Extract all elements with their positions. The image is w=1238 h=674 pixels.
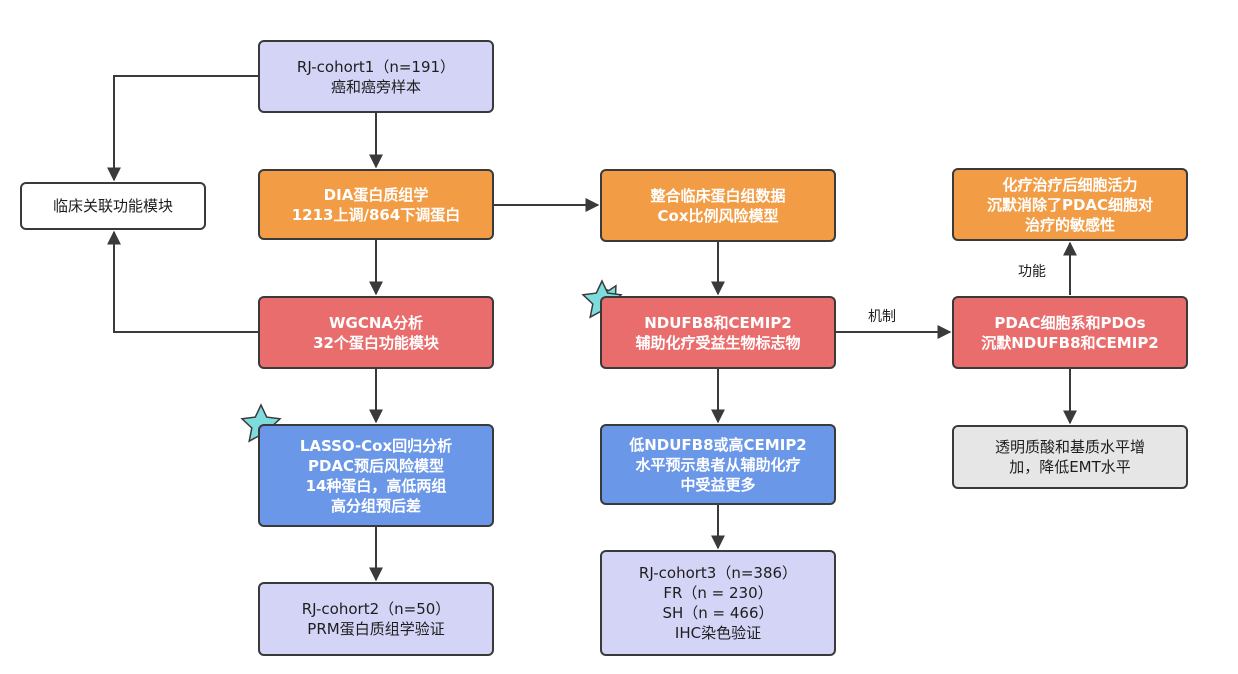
node-line: IHC染色验证 <box>674 624 762 642</box>
node-line: 整合临床蛋白组数据 <box>650 186 786 205</box>
node-line: RJ-cohort2（n=50） <box>301 600 451 618</box>
node-line: PDAC预后风险模型 <box>307 456 445 475</box>
node-line: 中受益更多 <box>680 475 756 494</box>
node-line: 临床关联功能模块 <box>52 197 173 215</box>
edge-label-mechanism: 机制 <box>868 309 896 325</box>
edge-label-function: 功能 <box>1018 264 1046 280</box>
lasso-cox-node[interactable]: LASSO-Cox回归分析 PDAC预后风险模型 14种蛋白，高低两组 高分组预… <box>258 424 494 527</box>
node-line: LASSO-Cox回归分析 <box>299 436 453 455</box>
dia-proteomics-node[interactable]: DIA蛋白质组学 1213上调/864下调蛋白 <box>258 169 494 240</box>
rj-cohort2-node[interactable]: RJ-cohort2（n=50） PRM蛋白质组学验证 <box>258 582 494 656</box>
node-line: 1213上调/864下调蛋白 <box>291 205 461 224</box>
node-line: FR（n = 230） <box>663 584 773 602</box>
node-line: 治疗的敏感性 <box>1024 215 1115 234</box>
rj-cohort3-node[interactable]: RJ-cohort3（n=386） FR（n = 230） SH（n = 466… <box>600 550 836 656</box>
wgcna-node[interactable]: WGCNA分析 32个蛋白功能模块 <box>258 296 494 369</box>
node-line: DIA蛋白质组学 <box>323 185 429 204</box>
node-line: 透明质酸和基质水平增 <box>994 438 1145 456</box>
node-line: Cox比例风险模型 <box>657 206 779 225</box>
node-line: WGCNA分析 <box>328 313 424 332</box>
integrate-node[interactable]: 整合临床蛋白组数据 Cox比例风险模型 <box>600 169 836 242</box>
node-line: 水平预示患者从辅助化疗 <box>635 455 801 474</box>
silence-node[interactable]: PDAC细胞系和PDOs 沉默NDUFB8和CEMIP2 <box>952 296 1188 369</box>
node-line: NDUFB8和CEMIP2 <box>644 313 792 332</box>
clinical-module-node[interactable]: 临床关联功能模块 <box>20 182 206 230</box>
node-line: PRM蛋白质组学验证 <box>307 620 445 638</box>
chemo-benefit-node[interactable]: 低NDUFB8或高CEMIP2 水平预示患者从辅助化疗 中受益更多 <box>600 424 836 505</box>
node-line: 沉默NDUFB8和CEMIP2 <box>981 333 1159 352</box>
node-line: SH（n = 466） <box>662 604 774 622</box>
node-line: 沉默消除了PDAC细胞对 <box>986 195 1154 214</box>
node-line: 高分组预后差 <box>330 496 421 515</box>
node-line: PDAC细胞系和PDOs <box>994 313 1146 332</box>
node-line: 癌和癌旁样本 <box>330 77 421 96</box>
biomarker-node[interactable]: NDUFB8和CEMIP2 辅助化疗受益生物标志物 <box>600 296 836 369</box>
edge-cohort1-to-clinical <box>107 75 258 182</box>
node-line: 32个蛋白功能模块 <box>313 333 439 352</box>
hyaluronic-acid-node[interactable]: 透明质酸和基质水平增 加，降低EMT水平 <box>952 425 1188 489</box>
node-line: 低NDUFB8或高CEMIP2 <box>629 435 807 454</box>
node-line: 14种蛋白，高低两组 <box>305 476 447 495</box>
node-line: 化疗治疗后细胞活力 <box>1002 175 1138 194</box>
node-line: RJ-cohort1（n=191） <box>296 57 456 76</box>
chemo-viability-node[interactable]: 化疗治疗后细胞活力 沉默消除了PDAC细胞对 治疗的敏感性 <box>952 168 1188 241</box>
edge-wgcna-to-clinical <box>107 230 258 333</box>
rj-cohort1-node[interactable]: RJ-cohort1（n=191） 癌和癌旁样本 <box>258 40 494 113</box>
node-line: 加，降低EMT水平 <box>1009 458 1131 476</box>
node-line: RJ-cohort3（n=386） <box>638 564 798 582</box>
node-line: 辅助化疗受益生物标志物 <box>635 333 801 352</box>
